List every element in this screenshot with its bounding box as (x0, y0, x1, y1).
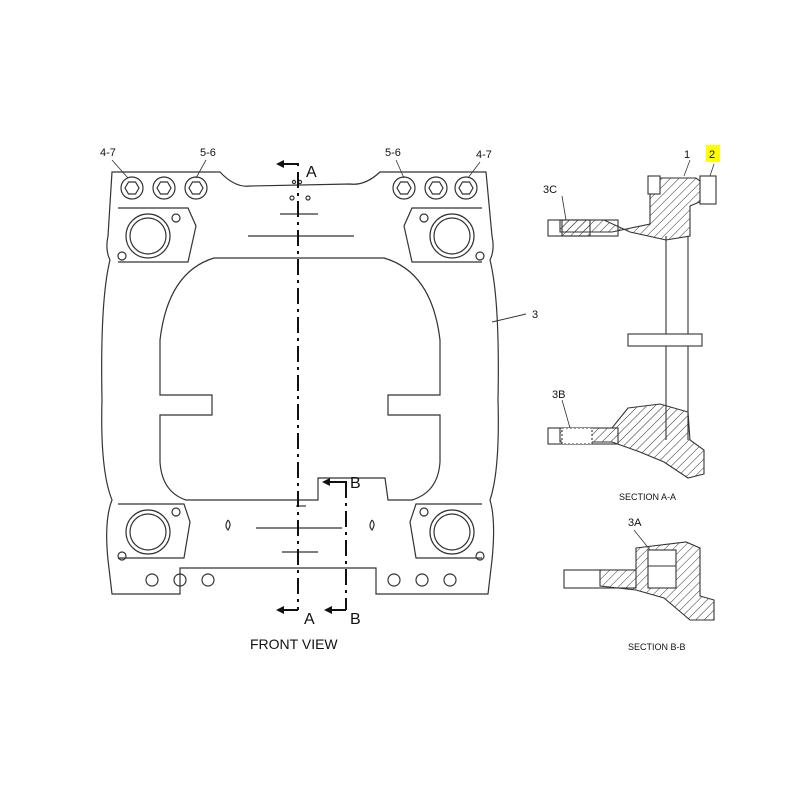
leader-3a (633, 529, 651, 551)
cut-label-a-bottom: A (304, 611, 315, 628)
cut-b-top-arrow (326, 481, 347, 486)
callout-5-6-left: 5-6 (200, 147, 216, 159)
top-left-boss-outline (118, 207, 197, 263)
hex-bolts-top-left (120, 176, 208, 200)
small-holes (117, 179, 485, 587)
section-a-cap (699, 175, 717, 205)
callout-1: 1 (684, 149, 690, 161)
callout-3a: 3A (628, 517, 642, 529)
section-a-bottom-flange (559, 403, 705, 479)
callout-5-6-right: 5-6 (385, 147, 401, 159)
cut-a-top-arrow (280, 163, 299, 166)
section-a-top-pad-hatch (561, 219, 591, 237)
callout-2-highlight (706, 145, 720, 162)
callout-2: 2 (709, 149, 715, 161)
callout-4-7-right: 4-7 (476, 149, 492, 161)
leader-3 (491, 313, 527, 323)
section-a-dowel (561, 427, 593, 445)
front-view (101, 171, 499, 595)
callout-4-7-left: 4-7 (100, 147, 116, 159)
cut-arrowheads (276, 160, 332, 614)
callout-3b: 3B (552, 389, 565, 401)
leader-5-6-right (395, 159, 405, 179)
callout-3: 3 (532, 309, 538, 321)
bottom-left-boss-outline (118, 503, 191, 559)
section-a-mid-rib (627, 333, 703, 347)
front-view-caption: FRONT VIEW (250, 636, 338, 652)
section-b-dowel (647, 549, 677, 589)
leader-1 (683, 159, 691, 177)
section-a (547, 175, 717, 479)
section-b-caption: SECTION B-B (628, 642, 686, 652)
oil-mark-right (369, 519, 375, 531)
section-lines (280, 163, 347, 611)
leader-4-7-right (467, 161, 481, 179)
bottom-right-boss-outline (409, 503, 482, 559)
hex-bolts-top-right (392, 176, 478, 200)
section-b (563, 541, 715, 621)
oil-mark-left (225, 519, 231, 531)
top-right-boss-outline (403, 207, 482, 263)
bores (125, 213, 475, 555)
cut-label-b-top: B (350, 475, 361, 492)
leader-5-6-left (195, 159, 207, 179)
leader-2 (709, 163, 715, 177)
cut-label-a-top: A (306, 164, 317, 181)
section-a-caption: SECTION A-A (619, 492, 676, 502)
section-a-bolt (647, 175, 661, 195)
leader-3c (561, 195, 567, 221)
cut-label-b-bottom: B (350, 611, 361, 628)
leader-4-7-left (111, 159, 129, 179)
section-b-pad (563, 569, 637, 589)
frame-outline (101, 171, 499, 595)
callout-3c: 3C (543, 184, 557, 196)
leader-3b (561, 399, 571, 429)
frame-window (159, 257, 441, 501)
